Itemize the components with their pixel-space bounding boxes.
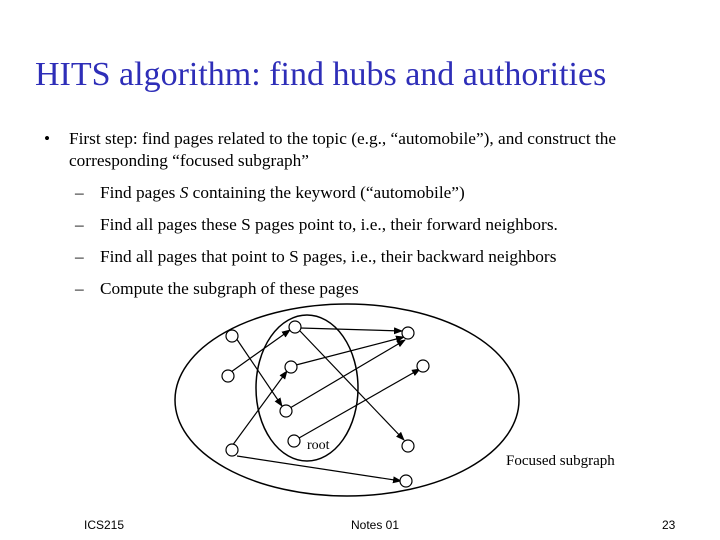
sub-bullet-text: Compute the subgraph of these pages <box>100 279 359 298</box>
sub-bullet-text: Find all pages these S pages point to, i… <box>100 215 558 234</box>
sub-bullet-item: – Find all pages these S pages point to,… <box>44 214 694 236</box>
graph-node <box>225 329 239 343</box>
graph-node <box>279 404 293 418</box>
slide-title: HITS algorithm: find hubs and authoritie… <box>35 56 607 93</box>
graph-node <box>221 369 235 383</box>
sub-bullet-emphasis: S <box>179 183 189 202</box>
sub-bullet-marker: – <box>75 215 84 234</box>
sub-bullet-item: – Find all pages that point to S pages, … <box>44 246 694 268</box>
bullet-text: First step: find pages related to the to… <box>69 129 617 170</box>
bullet-marker: • <box>44 129 51 148</box>
graph-edge <box>289 339 406 409</box>
node-group <box>221 320 430 488</box>
edge-group <box>230 327 421 484</box>
graph-edge <box>298 368 421 439</box>
footer-course: ICS215 <box>84 518 125 532</box>
sub-bullet-marker: – <box>75 247 84 266</box>
graph-edge <box>235 337 283 407</box>
graph-edge <box>230 329 291 373</box>
graph-edge <box>299 327 403 335</box>
bullet-list: • First step: find pages related to the … <box>44 128 694 300</box>
graph-node <box>399 474 413 488</box>
focused-subgraph-caption: Focused subgraph <box>506 453 615 469</box>
graph-node <box>401 439 415 453</box>
graph-edge <box>295 335 405 366</box>
graph-node <box>284 360 298 374</box>
graph-edge <box>231 370 288 447</box>
bullet-item: • First step: find pages related to the … <box>44 128 694 172</box>
graph-node <box>401 326 415 340</box>
root-label: root <box>307 438 330 453</box>
sub-bullet-marker: – <box>75 279 84 298</box>
graph-node <box>288 320 302 334</box>
footer-notes: Notes 01 <box>351 518 400 532</box>
focused-subgraph-ellipse <box>174 303 520 497</box>
sub-bullet-text-before: Find pages <box>100 183 180 202</box>
sub-bullet-marker: – <box>75 183 84 202</box>
graph-node <box>287 434 301 448</box>
sub-bullet-item: – Find pages S containing the keyword (“… <box>44 182 694 204</box>
root-set-ellipse <box>255 314 359 462</box>
graph-edge <box>299 330 405 441</box>
graph-node <box>416 359 430 373</box>
sub-bullet-text: Find all pages that point to S pages, i.… <box>100 247 557 266</box>
graph-node <box>225 443 239 457</box>
graph-edge <box>236 455 402 484</box>
sub-bullet-item: – Compute the subgraph of these pages <box>44 278 694 300</box>
sub-bullet-text-after: containing the keyword (“automobile”) <box>188 183 465 202</box>
footer-page-number: 23 <box>662 518 676 532</box>
